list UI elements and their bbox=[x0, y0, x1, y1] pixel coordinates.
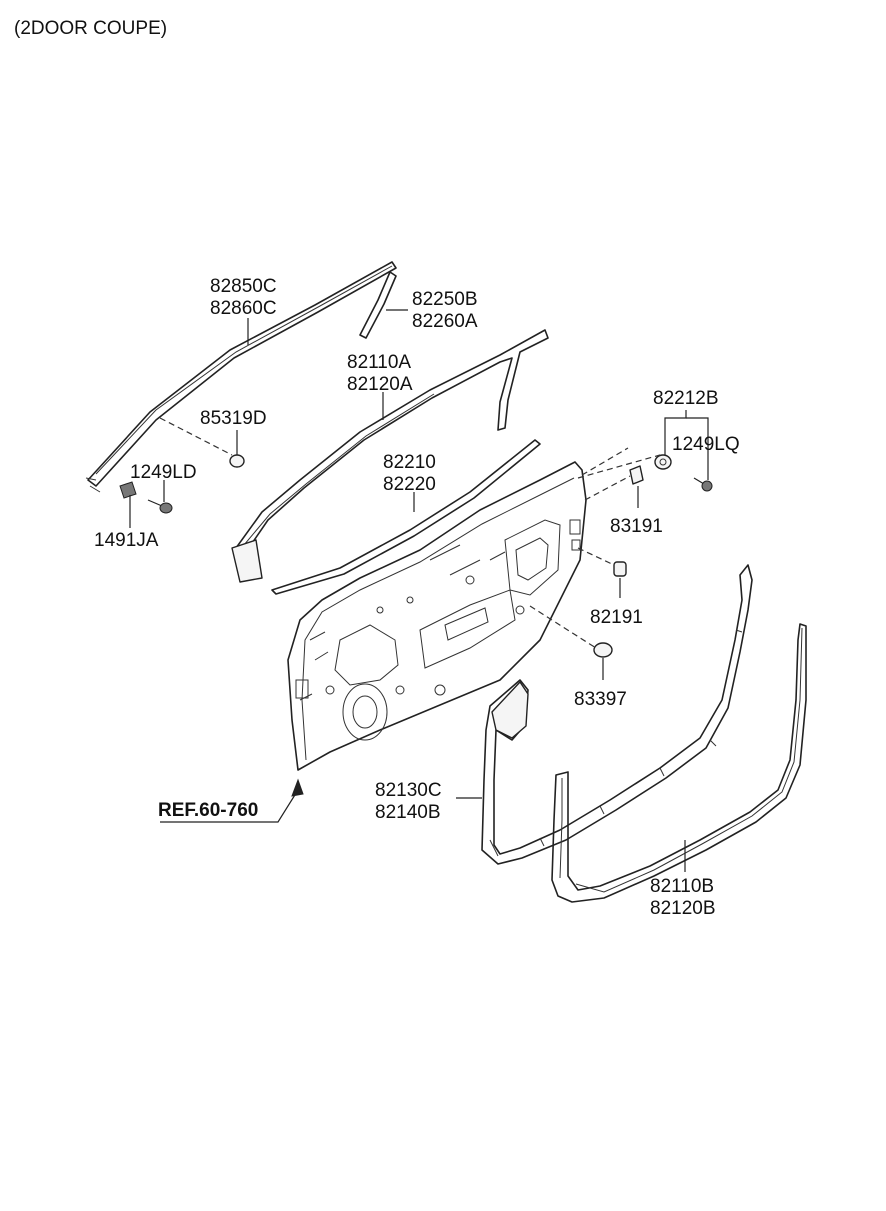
glass-run-strip-part bbox=[359, 271, 397, 339]
bumper-83191 bbox=[629, 465, 644, 485]
label-82250B: 82250B bbox=[412, 289, 478, 310]
washer-82212B bbox=[654, 454, 672, 470]
grommet-1491JA bbox=[119, 481, 137, 499]
label-82191: 82191 bbox=[590, 607, 643, 628]
label-82860C: 82860C bbox=[210, 298, 277, 319]
plug-83397 bbox=[593, 642, 613, 658]
label-82120B: 82120B bbox=[650, 898, 716, 919]
label-85319D: 85319D bbox=[200, 408, 267, 429]
clip-85319D bbox=[229, 454, 245, 468]
leader-lines bbox=[129, 309, 709, 872]
label-83397: 83397 bbox=[574, 689, 627, 710]
label-82110A: 82110A bbox=[347, 352, 411, 373]
belt-weatherstrip-part bbox=[271, 439, 541, 595]
screw-1249LQ bbox=[693, 477, 713, 492]
label-82850C: 82850C bbox=[210, 276, 277, 297]
door-panel-part bbox=[287, 461, 587, 771]
label-82210: 82210 bbox=[383, 452, 436, 473]
label-1491JA: 1491JA bbox=[94, 530, 159, 551]
label-82260A: 82260A bbox=[412, 311, 478, 332]
door-side-weatherstrip-part bbox=[481, 564, 753, 865]
label-83191: 83191 bbox=[610, 516, 663, 537]
screw-1249LD bbox=[147, 499, 173, 514]
label-82212B: 82212B bbox=[653, 388, 719, 409]
label-82120A: 82120A bbox=[347, 374, 413, 395]
label-82110B: 82110B bbox=[650, 876, 714, 897]
roof-moulding-part bbox=[85, 261, 397, 493]
diagram-header: (2DOOR COUPE) bbox=[14, 18, 167, 39]
label-1249LQ: 1249LQ bbox=[672, 434, 740, 455]
callout-labels: 82850C 82860C 82250B 82260A 82110A 82120… bbox=[94, 276, 740, 919]
label-82130C: 82130C bbox=[375, 780, 442, 801]
label-1249LD: 1249LD bbox=[130, 462, 197, 483]
label-82220: 82220 bbox=[383, 474, 436, 495]
stopper-82191 bbox=[613, 561, 627, 577]
label-ref-60-760: REF.60-760 bbox=[158, 800, 258, 821]
label-82140B: 82140B bbox=[375, 802, 441, 823]
body-side-weatherstrip-part bbox=[551, 623, 807, 903]
